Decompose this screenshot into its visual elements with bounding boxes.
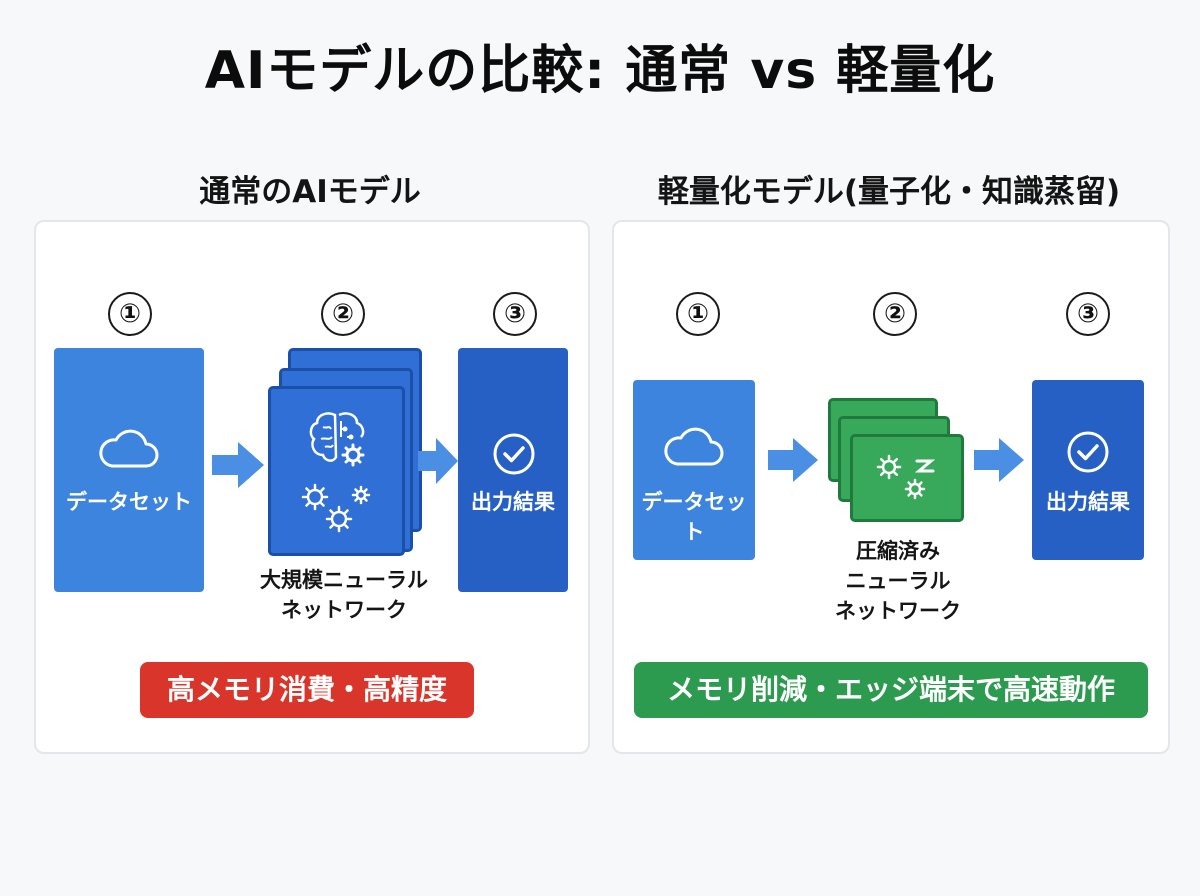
check-circle-icon [492, 432, 536, 476]
right-dataset-box: データセット [633, 380, 755, 560]
left-network-card-front [268, 386, 405, 556]
right-step-3-number: ③ [1066, 292, 1110, 336]
left-output-label: 出力結果 [471, 490, 555, 514]
left-network-caption-line-2: ネットワーク [281, 598, 407, 622]
cloud-icon [98, 426, 160, 472]
left-network-caption: 大規模ニューラル ネットワーク [238, 565, 450, 625]
check-circle-icon [1066, 430, 1110, 474]
right-network-caption-line-3: ネットワーク [835, 599, 961, 623]
page-title: AIモデルの比較: 通常 vs 軽量化 [204, 41, 996, 101]
right-status-badge: メモリ削減・エッジ端末で高速動作 [634, 662, 1148, 718]
right-output-box: 出力結果 [1032, 380, 1144, 560]
right-arrow-1-icon [768, 438, 818, 482]
left-step-2-number: ② [321, 292, 365, 336]
left-step-3-number: ③ [493, 292, 537, 336]
left-step-1-number: ① [108, 292, 152, 336]
right-step-2-number: ② [873, 292, 917, 336]
left-status-badge: 高メモリ消費・高精度 [140, 662, 474, 718]
left-network-caption-line-1: 大規模ニューラル [260, 568, 428, 592]
gears-icon [299, 481, 379, 535]
left-arrow-1-icon [212, 442, 264, 488]
right-network-caption-line-1: 圧縮済み [856, 539, 940, 563]
gears-icon [873, 449, 943, 507]
left-arrow-2-icon [418, 438, 458, 484]
right-step-1-number: ① [676, 292, 720, 336]
cloud-icon [663, 424, 725, 470]
right-arrow-2-icon [974, 438, 1024, 482]
right-network-card-front [850, 434, 964, 522]
right-section-title: 軽量化モデル(量子化・知識蒸留) [657, 174, 1121, 210]
right-network-caption: 圧縮済み ニューラル ネットワーク [800, 536, 996, 626]
brain-icon [305, 407, 369, 469]
right-output-label: 出力結果 [1046, 490, 1130, 514]
left-dataset-box: データセット [54, 348, 204, 592]
right-dataset-label: データセット [641, 490, 747, 544]
right-network-caption-line-2: ニューラル [845, 569, 951, 593]
left-section-title: 通常のAIモデル [199, 174, 421, 210]
left-dataset-label: データセット [66, 490, 192, 514]
left-output-box: 出力結果 [458, 348, 568, 592]
